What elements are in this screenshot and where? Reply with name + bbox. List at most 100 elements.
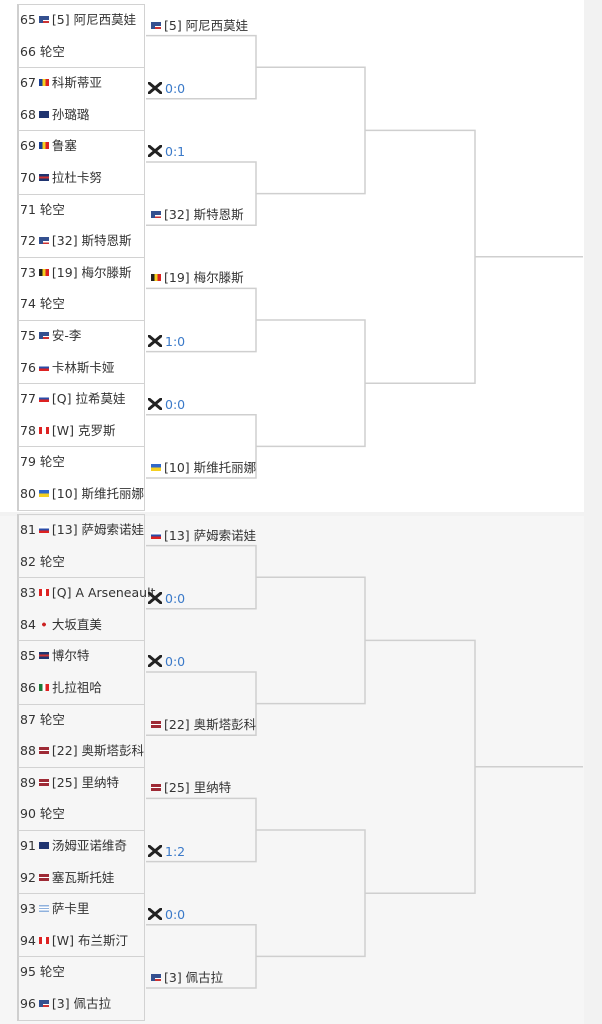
draw-entry[interactable]: 89[25] 里纳特 [20,773,119,793]
draw-number: 85 [20,648,36,664]
round2-player[interactable]: [10] 斯维托丽娜 [148,459,256,477]
flag-ru-icon [38,395,49,403]
flag-us-icon [38,16,49,23]
round2-player[interactable]: [19] 梅尔滕斯 [148,269,244,287]
draw-entry[interactable]: 75 安-李 [20,326,81,346]
player-name: [5] 阿尼西莫娃 [164,17,249,33]
draw-number: 93 [20,901,36,917]
player-name: [25] 里纳特 [164,780,232,796]
player-name: 安-李 [51,328,82,343]
draw-number: 88 [20,743,36,759]
round4-bracket [365,639,476,894]
flag-lv-icon [38,778,49,786]
score-text: 0:0 [165,80,186,96]
flag-ca-icon [38,426,49,434]
draw-entry[interactable]: 90 轮空 [20,804,65,824]
draw-entry[interactable]: 80[10] 斯维托丽娜 [20,484,144,504]
draw-entry[interactable]: 78[W] 克罗斯 [20,421,116,441]
draw-entry[interactable]: 83[Q] A Arseneault [20,583,155,603]
player-name: 轮空 [39,296,65,312]
crossed-swords-icon [148,334,162,347]
draw-entry[interactable]: 66 轮空 [20,42,65,62]
match-score[interactable]: 1:2 [148,843,185,861]
round2-player[interactable]: [22] 奥斯塔彭科 [148,716,256,734]
match-score[interactable]: 0:0 [148,590,185,608]
match-score[interactable]: 0:0 [148,396,185,414]
player-name: [3] 佩古拉 [51,996,112,1011]
score-text: 0:1 [165,144,186,159]
round2-player[interactable]: [5] 阿尼西莫娃 [148,17,248,35]
round2-player[interactable]: [25] 里纳特 [148,779,231,797]
draw-number: 94 [20,932,36,948]
score-text: 0:0 [165,906,186,922]
draw-number: 75 [20,328,36,343]
draw-entry[interactable]: 88 [22] 奥斯塔彭科 [20,741,144,761]
draw-entry[interactable]: 74 轮空 [20,294,65,314]
flag-ca-icon [38,936,49,944]
draw-entry[interactable]: 65[5] 阿尼西莫娃 [20,10,136,30]
round2-player[interactable]: [13] 萨姆索诺娃 [148,527,256,545]
draw-entry[interactable]: 72[32] 斯特恩斯 [20,231,132,251]
flag-gr-icon [38,905,49,913]
player-name: 轮空 [39,806,65,822]
player-name: 轮空 [39,964,65,980]
player-name: 轮空 [39,553,65,569]
player-name: 拉杜卡努 [51,170,102,185]
crossed-swords-icon [148,907,162,920]
draw-entry[interactable]: 73[19] 梅尔滕斯 [20,263,132,283]
flag-lv-icon [151,784,161,792]
crossed-swords-icon [148,397,162,410]
draw-entry[interactable]: 82 轮空 [20,552,65,572]
match-score[interactable]: 0:1 [148,143,185,161]
player-name: 大坂直美 [51,616,102,632]
player-name: [W] 布兰斯汀 [51,932,128,948]
crossed-swords-icon [148,844,162,857]
flag-lv-icon [38,747,49,755]
player-name: [22] 奥斯塔彭科 [51,743,145,759]
round2-player[interactable]: [32] 斯特恩斯 [148,206,244,224]
flag-ru-icon [151,531,161,539]
player-name: [5] 阿尼西莫娃 [51,12,137,27]
draw-number: 91 [20,838,36,853]
player-name: 科斯蒂亚 [51,75,102,91]
draw-entry[interactable]: 77[Q] 拉希莫娃 [20,389,125,409]
match-score[interactable]: 0:0 [148,80,185,98]
draw-number: 73 [20,264,36,280]
draw-entry[interactable]: 81[13] 萨姆索诺娃 [20,520,144,540]
round3-bracket [256,576,366,705]
round3-bracket [256,319,366,448]
draw-number: 90 [20,806,36,822]
flag-ua-icon [151,464,161,471]
flag-ru-icon [38,363,49,371]
draw-entry[interactable]: 87 轮空 [20,710,65,730]
match-score[interactable]: 0:0 [148,906,185,924]
player-name: [10] 斯维托丽娜 [51,486,145,501]
flag-ca-icon [38,589,49,597]
round4-bracket [365,129,476,384]
score-text: 1:0 [165,333,186,349]
flag-ru-icon [38,526,49,533]
crossed-swords-icon [148,145,162,157]
player-name: [W] 克罗斯 [51,422,116,438]
draw-entry[interactable]: 79 轮空 [20,452,65,472]
draw-number: 79 [20,454,36,470]
draw-entry[interactable]: 95 轮空 [20,962,65,982]
match-score[interactable]: 1:0 [148,333,185,351]
match-score[interactable]: 0:0 [148,653,185,671]
player-name: [22] 奥斯塔彭科 [164,717,257,733]
draw-entry[interactable]: 94 [W] 布兰斯汀 [20,931,128,951]
round2-player[interactable]: [3] 佩古拉 [148,969,223,987]
draw-entry[interactable]: 96[3] 佩古拉 [20,994,111,1014]
draw-entry[interactable]: 71 轮空 [20,200,65,220]
